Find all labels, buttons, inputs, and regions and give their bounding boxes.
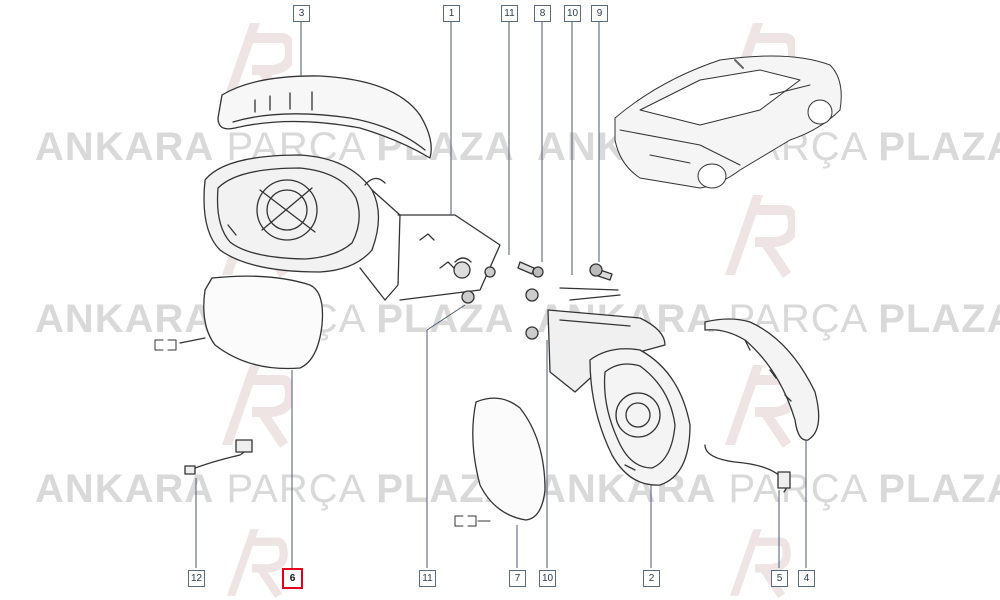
screw-9 [589,263,613,281]
ap-logo-watermark [725,195,795,278]
callout-11-bottom: 11 [419,570,436,587]
wiring-lead-part [184,439,253,475]
screw-8 [517,261,544,278]
vehicle-illustration [614,55,842,189]
callout-2: 2 [643,570,660,587]
callout-10-top: 10 [564,5,581,22]
callout-12: 12 [188,570,205,587]
ap-logo-watermark [227,529,288,599]
callout-11-top: 11 [501,5,518,22]
mirror-adjuster-part [589,348,691,486]
clip-symbol [154,339,177,351]
clip-symbol [454,515,491,527]
leader-lines [195,19,807,568]
mirror-housing-part [203,154,501,301]
callout-3: 3 [293,5,310,22]
callout-10-bottom: 10 [539,570,556,587]
mirror-cover-part [217,75,432,159]
callout-5: 5 [771,570,788,587]
callout-8: 8 [534,5,551,22]
mirror-glass-right-part [472,397,546,521]
callout-1: 1 [443,5,460,22]
watermark-text: ANKARA PARÇA PLAZA [537,297,1000,341]
mirror-glass-part [179,275,324,370]
wiring-lead-right-part [704,444,791,493]
watermark-text: ANKARA PARÇA PLAZA [537,467,1000,511]
callout-6-highlighted: 6 [282,568,303,589]
callout-9: 9 [591,5,608,22]
washer-10 [525,288,539,340]
nut-11 [461,266,496,304]
callout-4: 4 [798,570,815,587]
cover-trim-part [704,318,820,441]
callout-7: 7 [509,570,526,587]
ap-logo-watermark [222,365,292,448]
